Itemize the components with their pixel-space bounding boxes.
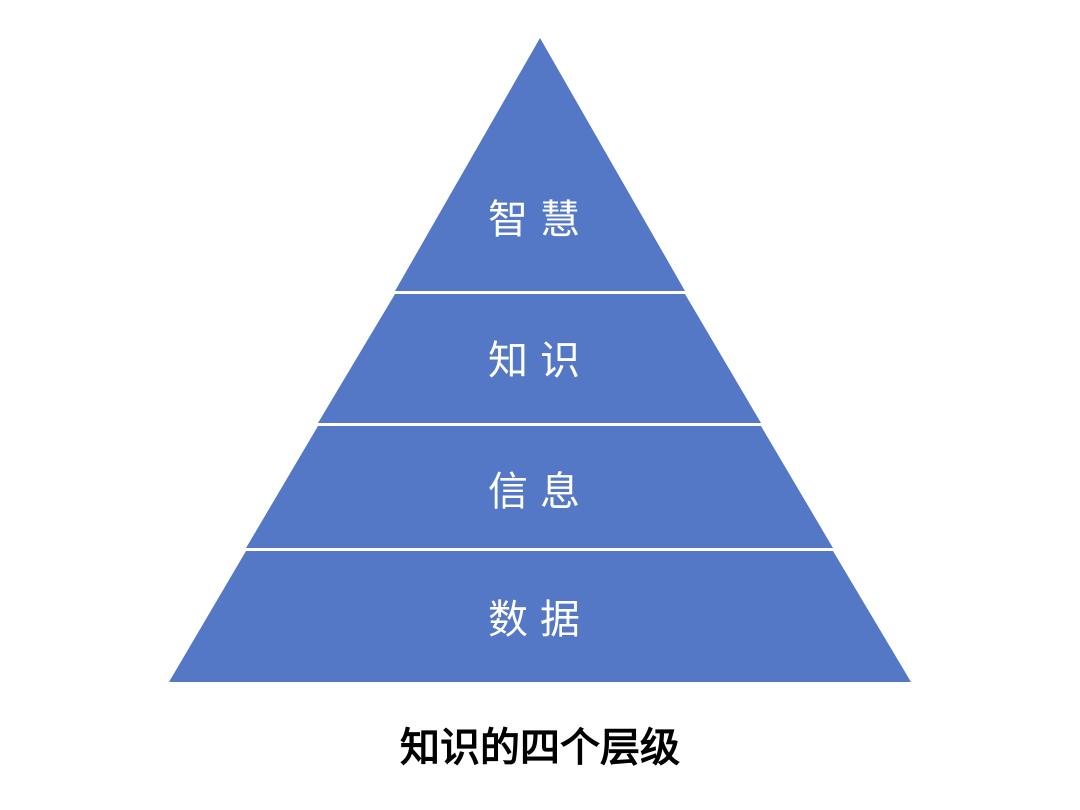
layer-label-knowledge: 知识 (488, 338, 592, 384)
pyramid-layer-information (246, 426, 833, 548)
pyramid-layer-knowledge (318, 294, 761, 423)
layer-label-wisdom: 智慧 (488, 197, 592, 243)
pyramid-layer-data (169, 551, 911, 682)
diagram-caption: 知识的四个层级 (400, 725, 680, 771)
layer-label-data: 数据 (488, 597, 592, 643)
pyramid-layer-wisdom (395, 38, 685, 291)
layer-label-information: 信息 (488, 469, 592, 515)
